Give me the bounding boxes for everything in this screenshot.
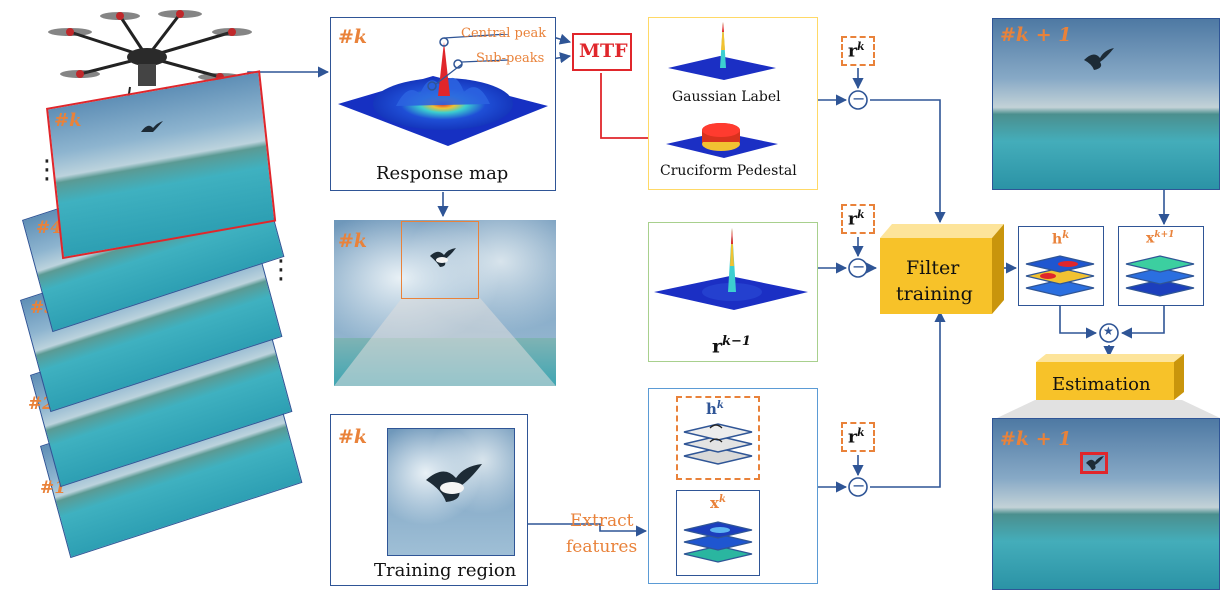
gaussian-label-caption: Gaussian Label bbox=[672, 89, 781, 105]
xk1-sup: k+1 bbox=[1154, 230, 1175, 240]
response-map-caption: Response map bbox=[376, 163, 509, 184]
xk-letter: x bbox=[710, 494, 719, 512]
xk-label: xk bbox=[710, 494, 726, 512]
extract-features-line2: features bbox=[566, 537, 638, 557]
star-operator-right: ★ bbox=[1103, 324, 1114, 338]
hk-stack-icon bbox=[1025, 255, 1095, 297]
rk-sup-bottom: k bbox=[856, 426, 865, 439]
hk-letter-bottom: h bbox=[706, 400, 717, 418]
training-region-caption: Training region bbox=[374, 560, 517, 581]
cruciform-pedestal-caption: Cruciform Pedestal bbox=[660, 163, 797, 179]
mtf-label: MTF bbox=[579, 40, 628, 62]
estimation-block bbox=[1036, 354, 1184, 400]
training-region-frame-label: #k bbox=[338, 426, 368, 448]
bird-icon bbox=[141, 121, 163, 132]
search-region-box bbox=[401, 221, 479, 299]
tracking-result-box bbox=[1080, 452, 1108, 474]
hk-box-bottom bbox=[676, 396, 760, 480]
rk-sup-top: k bbox=[856, 40, 865, 53]
xk1-letter: x bbox=[1146, 230, 1155, 247]
xk1-stack-icon bbox=[1125, 255, 1195, 297]
wire-mtf-to-pedestal bbox=[600, 73, 662, 145]
filter-training-block bbox=[880, 224, 1004, 314]
gaussian-label-plot bbox=[668, 22, 776, 80]
frame-label-k: #k bbox=[54, 110, 82, 131]
central-peak-label: Central peak bbox=[461, 26, 547, 41]
label-generation-box bbox=[648, 17, 818, 190]
training-patch bbox=[387, 428, 515, 556]
rk-box-bottom bbox=[841, 422, 875, 452]
ellipsis-right: ⋮ bbox=[268, 255, 294, 285]
filter-stack-icon bbox=[683, 423, 753, 465]
rk-letter-mid: r bbox=[848, 209, 857, 230]
rk-letter-top: r bbox=[848, 41, 857, 62]
hk-sup-right: k bbox=[1062, 230, 1070, 241]
bird-k1-icon bbox=[1084, 48, 1114, 70]
estimation-label: Estimation bbox=[1052, 374, 1151, 395]
rk-box-top bbox=[841, 36, 875, 66]
cropped-frame-k bbox=[334, 220, 556, 386]
bird-training-icon bbox=[426, 464, 482, 502]
hk-label-right: hk bbox=[1052, 230, 1069, 248]
minus-operator-top: − bbox=[852, 89, 866, 108]
minus-operator-bottom: − bbox=[852, 476, 866, 495]
frame-k1-top bbox=[992, 18, 1220, 190]
bird-in-crop-icon bbox=[430, 248, 456, 267]
cropped-frame-label: #k bbox=[338, 230, 368, 252]
extract-features-line1: Extract bbox=[570, 511, 634, 531]
prev-response-letter: r bbox=[712, 335, 723, 358]
sub-peaks-label: Sub-peaks bbox=[476, 51, 545, 66]
rk-sup-mid: k bbox=[856, 208, 865, 221]
rk-label-bottom: rk bbox=[848, 426, 865, 448]
rk-label-mid: rk bbox=[848, 208, 865, 230]
hk-letter-right: h bbox=[1052, 231, 1063, 248]
feature-stack-icon bbox=[683, 521, 753, 563]
frame-k1-bottom-label: #k + 1 bbox=[1000, 428, 1072, 450]
hk-sup-bottom: k bbox=[716, 400, 724, 411]
response-map-surface bbox=[338, 34, 548, 146]
hk-label-bottom: hk bbox=[706, 400, 724, 418]
prev-response-sup: k−1 bbox=[722, 334, 751, 349]
minus-operator-mid: − bbox=[852, 257, 866, 276]
frame-k1-bottom bbox=[992, 418, 1220, 590]
prev-response-label: rk−1 bbox=[712, 334, 751, 357]
cruciform-pedestal-plot bbox=[666, 123, 778, 158]
xk1-label: xk+1 bbox=[1146, 230, 1174, 247]
rk-label-top: rk bbox=[848, 40, 865, 62]
frame-k1-top-label: #k + 1 bbox=[1000, 24, 1072, 46]
response-map-frame-label: #k bbox=[338, 26, 368, 48]
rk-box-mid bbox=[841, 204, 875, 234]
filter-training-line2: training bbox=[896, 283, 973, 305]
xk-sup: k bbox=[718, 494, 726, 505]
prev-response-plot bbox=[654, 228, 808, 310]
mtf-box bbox=[572, 33, 632, 71]
xk-box bbox=[676, 490, 760, 576]
rk-letter-bottom: r bbox=[848, 427, 857, 448]
frame-label-4: #4 bbox=[36, 218, 63, 238]
bird-result-icon bbox=[1086, 456, 1104, 470]
filter-training-line1: Filter bbox=[906, 257, 960, 279]
